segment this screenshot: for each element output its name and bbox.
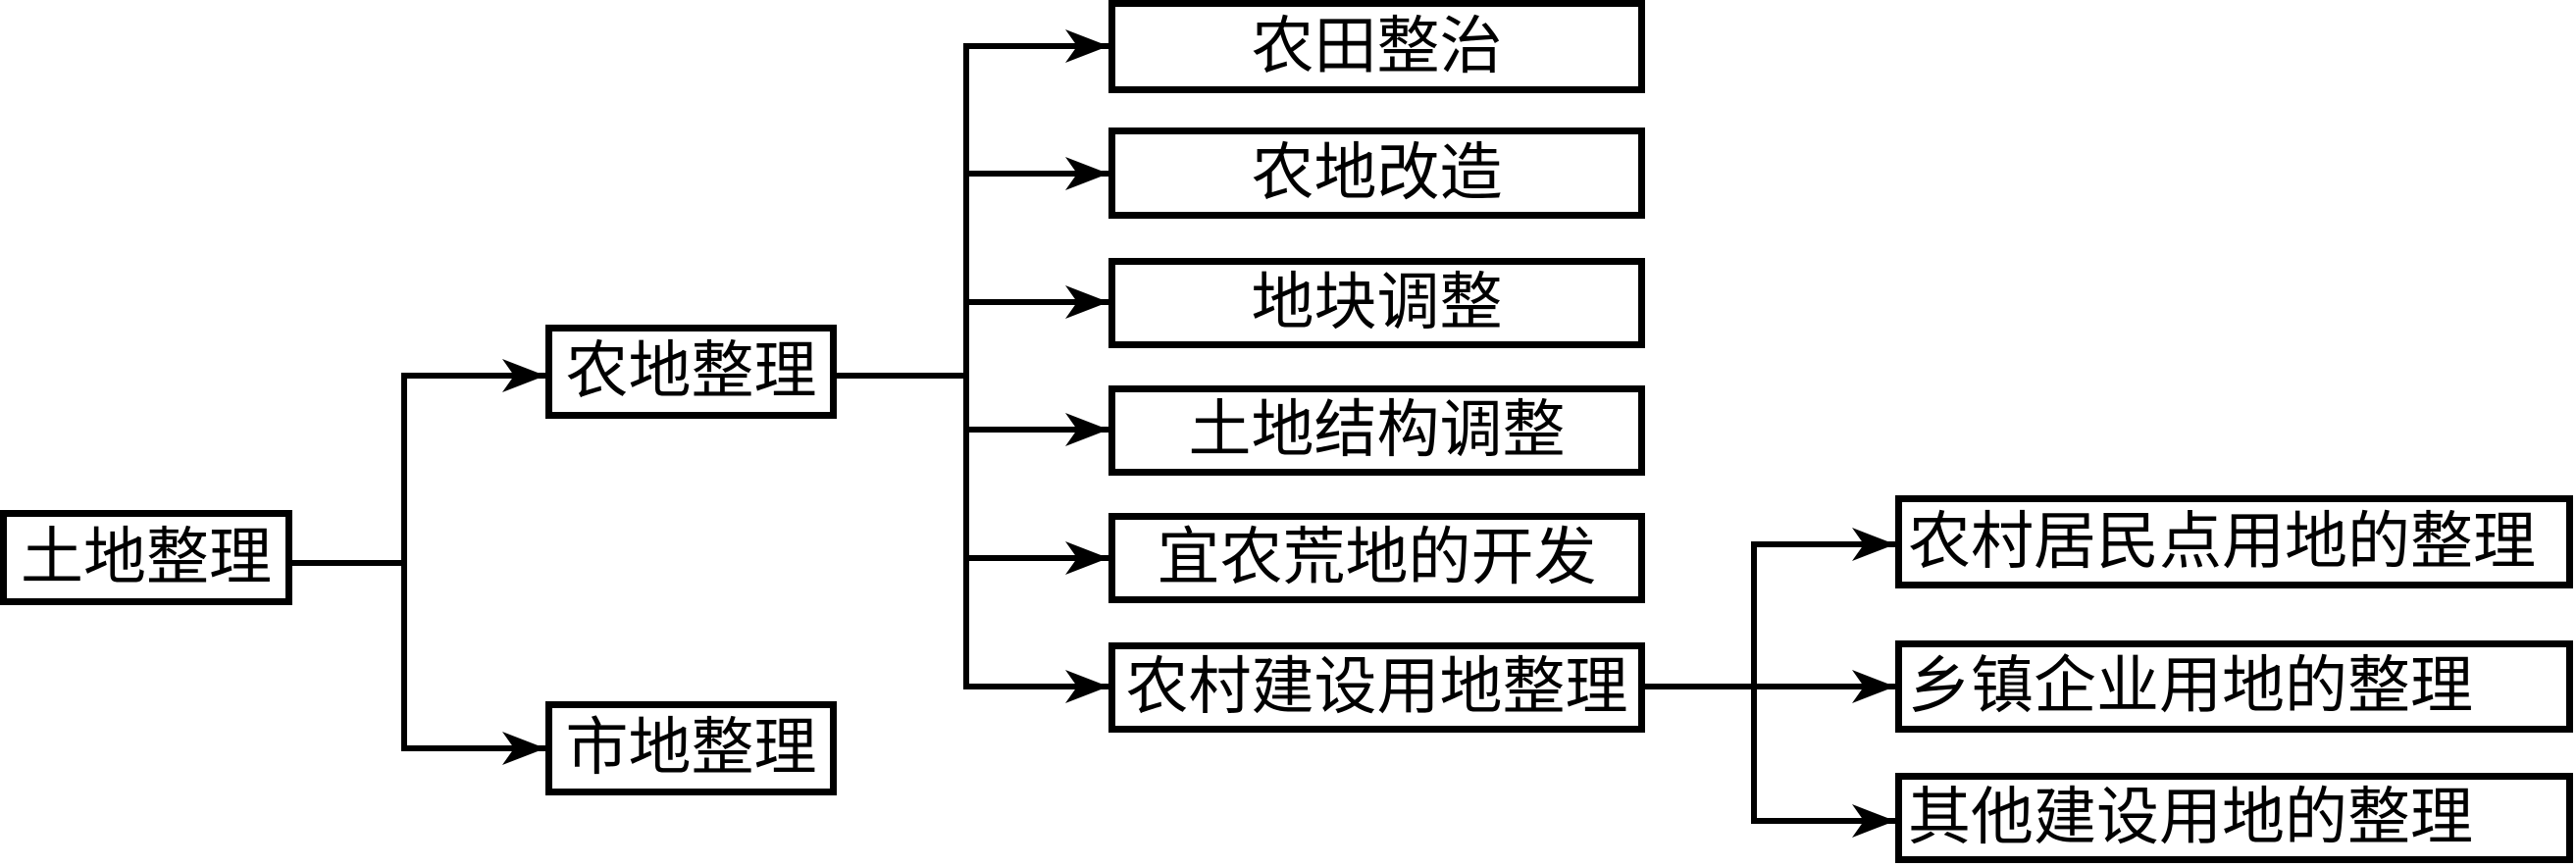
node-wasteland-development: 宜农荒地的开发 bbox=[1108, 513, 1645, 603]
node-rural-construction-land: 农村建设用地整理 bbox=[1108, 642, 1645, 733]
node-plot-adjustment: 地块调整 bbox=[1108, 258, 1645, 348]
node-farmland-transformation: 农地改造 bbox=[1108, 128, 1645, 219]
node-urban-land-consolidation: 市地整理 bbox=[545, 701, 837, 795]
node-farmland-improvement: 农田整治 bbox=[1108, 0, 1645, 93]
arrowhead-urban bbox=[502, 732, 545, 765]
node-land-structure-adjustment: 土地结构调整 bbox=[1108, 385, 1645, 476]
arrow-to-n6-arrowhead bbox=[1065, 413, 1108, 446]
node-farmland-consolidation: 农地整理 bbox=[545, 325, 837, 419]
node-other-construction-land: 其他建设用地的整理 bbox=[1895, 773, 2573, 863]
arrowhead-farmland bbox=[502, 359, 545, 392]
arrow-to-n3-arrowhead bbox=[1065, 29, 1108, 63]
arrow-to-n8-arrowhead bbox=[1065, 670, 1108, 703]
arrow-to-n5-arrowhead bbox=[1065, 285, 1108, 319]
node-rural-residential-land: 农村居民点用地的整理 bbox=[1895, 495, 2573, 588]
arrow-to-n4-arrowhead bbox=[1065, 157, 1108, 190]
arrow-to-n10-arrowhead bbox=[1852, 670, 1895, 703]
arrow-to-n11-arrowhead bbox=[1852, 804, 1895, 838]
arrow-to-n7-arrowhead bbox=[1065, 541, 1108, 575]
arrow-to-n9-arrowhead bbox=[1852, 528, 1895, 561]
node-land-consolidation: 土地整理 bbox=[0, 510, 292, 605]
node-township-enterprise-land: 乡镇企业用地的整理 bbox=[1895, 640, 2573, 733]
